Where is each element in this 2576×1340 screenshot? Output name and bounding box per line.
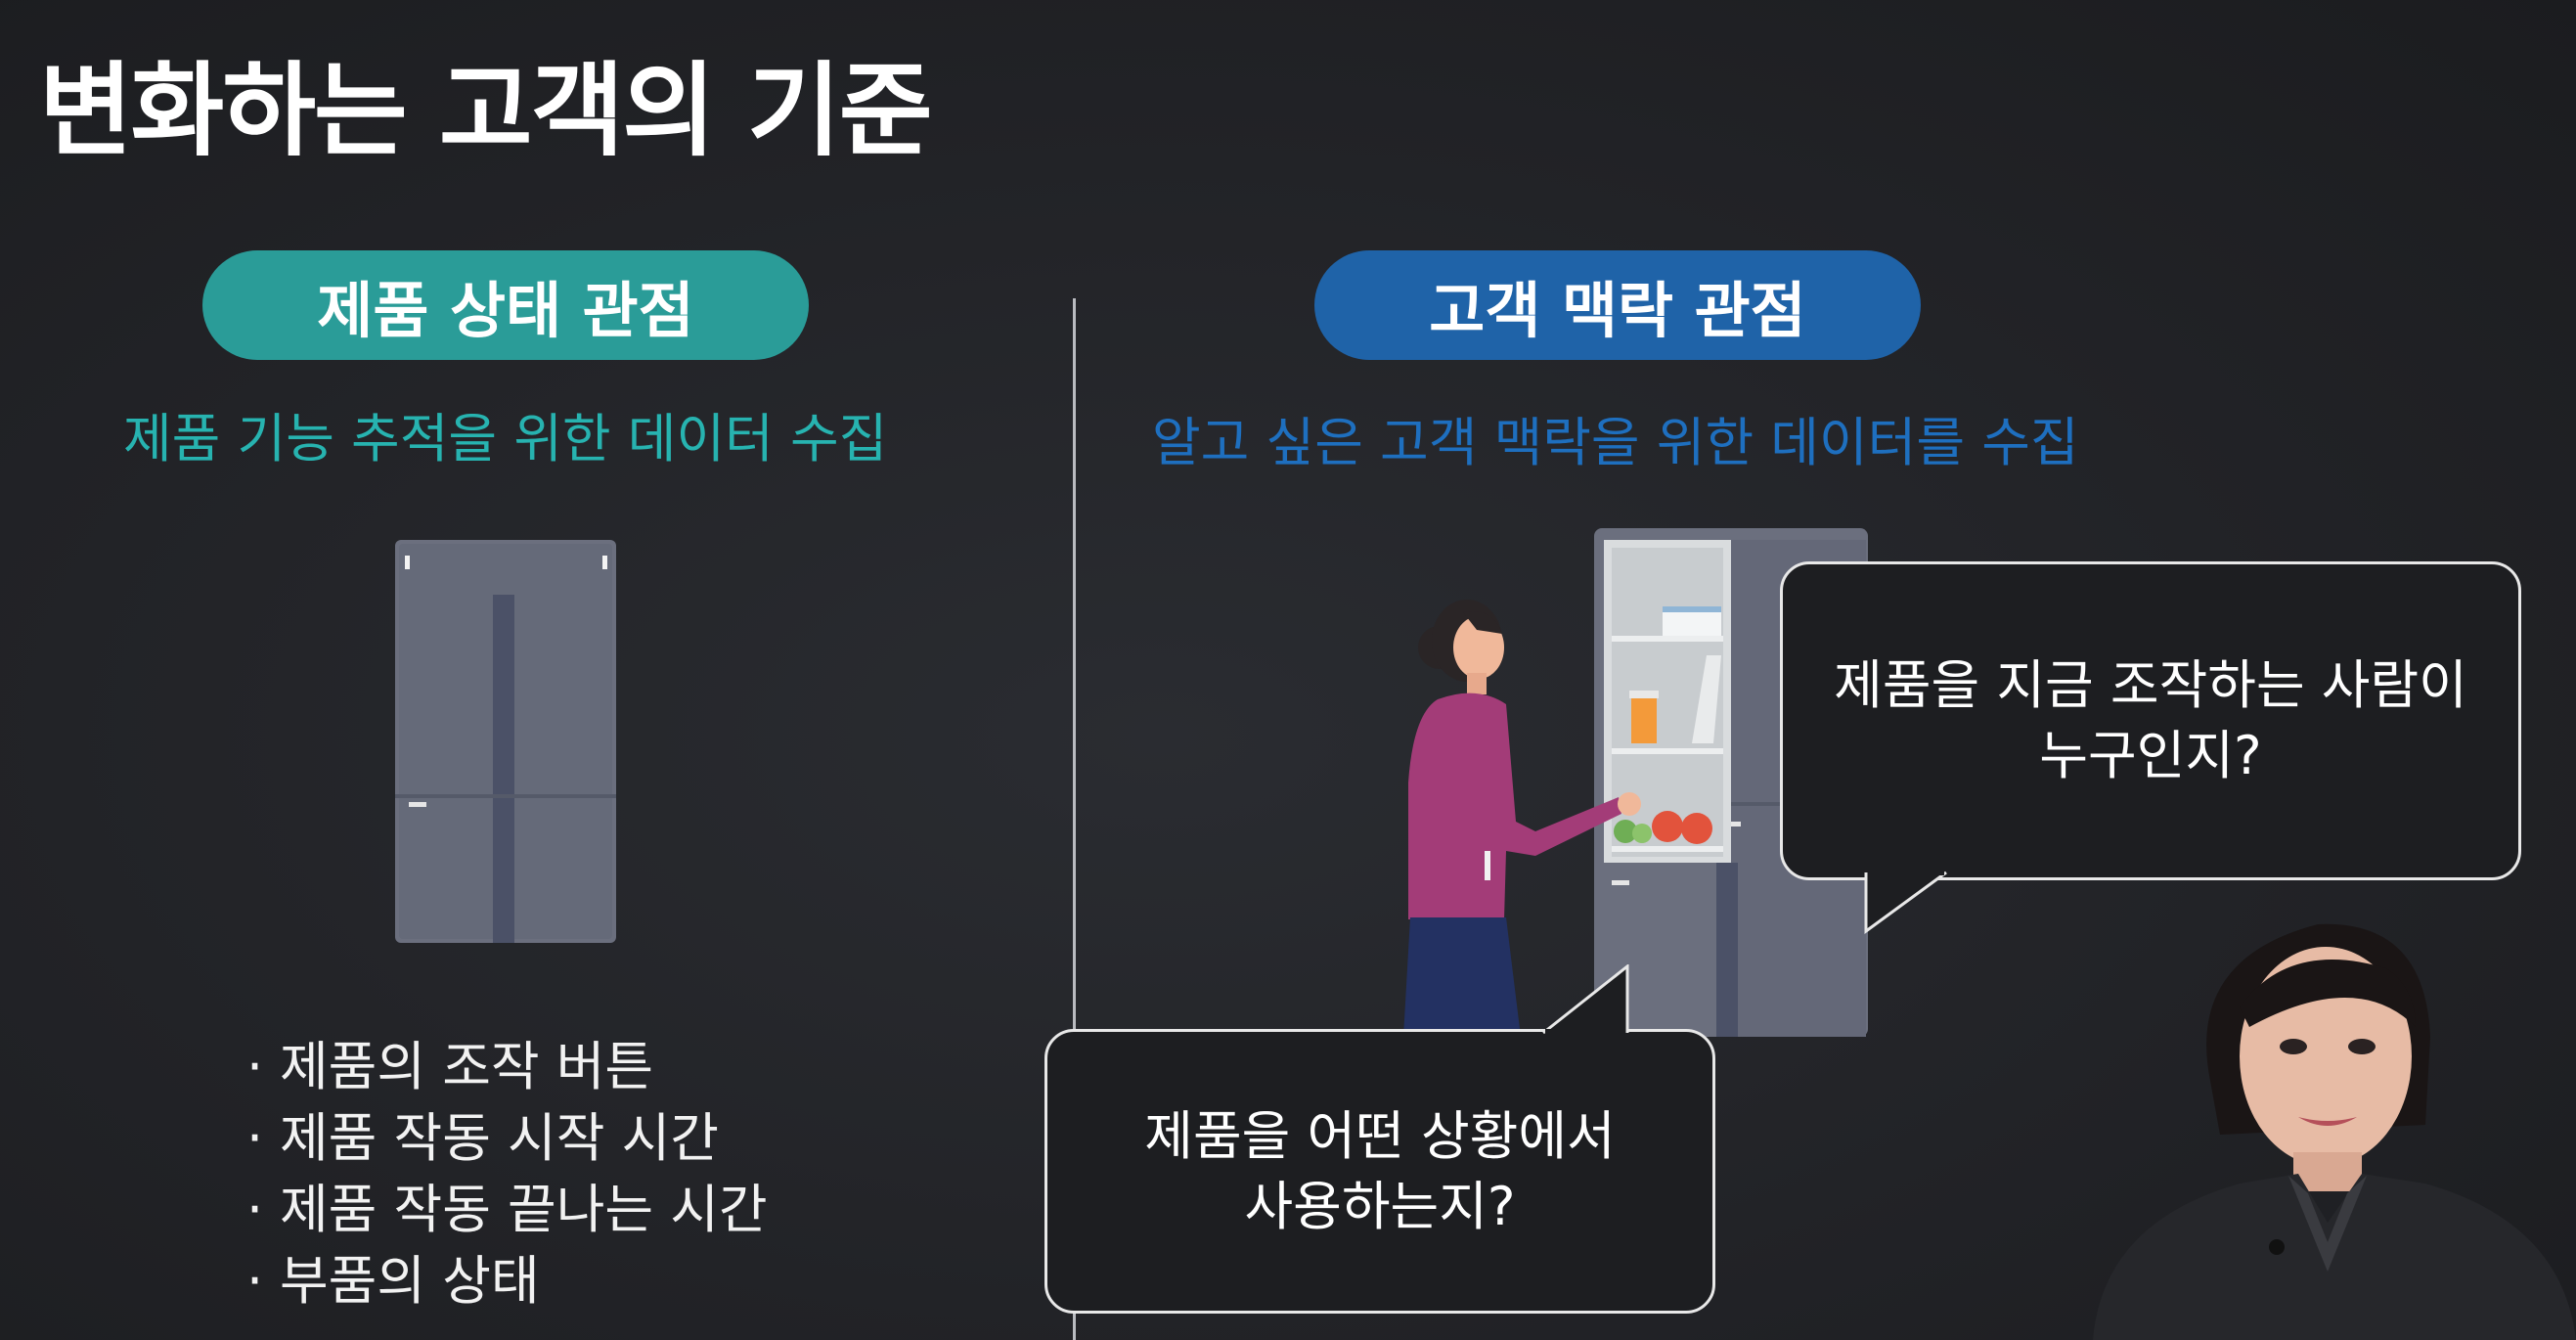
customer-context-pill: 고객 맥락 관점 (1314, 250, 1921, 360)
bullet-item: · 제품 작동 끝나는 시간 (246, 1174, 768, 1245)
bullet-marker: · (246, 1107, 264, 1169)
slide-title: 변화하는 고객의 기준 (39, 51, 933, 170)
refrigerator-icon (395, 540, 616, 943)
customer-context-subtitle: 알고 싶은 고객 맥락을 위한 데이터를 수집 (1152, 412, 2079, 473)
bullet-text: 제품 작동 끝나는 시간 (280, 1179, 768, 1240)
bullet-marker: · (246, 1036, 264, 1097)
speech-bubble-situation-tail (1542, 964, 1629, 1035)
panel-divider (1073, 298, 1076, 1340)
bullet-item: · 제품의 조작 버튼 (246, 1031, 768, 1102)
speech-bubble-situation-line1: 제품을 어떤 상황에서 (1144, 1104, 1616, 1167)
product-state-subtitle: 제품 기능 추적을 위한 데이터 수집 (123, 408, 888, 469)
presenter-video (2093, 923, 2576, 1340)
bullet-text: 제품의 조작 버튼 (280, 1036, 654, 1097)
bullet-marker: · (246, 1250, 264, 1312)
speech-bubble-who-line2: 누구인지? (2039, 725, 2262, 786)
customer-context-pill-label: 고객 맥락 관점 (1429, 275, 1806, 346)
bullet-text: 부품의 상태 (280, 1250, 540, 1312)
speech-bubble-situation: 제품을 어떤 상황에서 사용하는지? (1044, 1029, 1715, 1314)
bullet-item: · 제품 작동 시작 시간 (246, 1102, 768, 1174)
speech-bubble-who-line1: 제품을 지금 조작하는 사람이 (1834, 654, 2467, 716)
bullet-marker: · (246, 1179, 264, 1240)
product-state-pill-label: 제품 상태 관점 (317, 275, 694, 346)
speech-bubble-situation-line2: 사용하는지? (1244, 1175, 1516, 1237)
woman-illustration (1403, 600, 1641, 1037)
bullet-item: · 부품의 상태 (246, 1245, 768, 1317)
product-state-bullet-list: · 제품의 조작 버튼 · 제품 작동 시작 시간 · 제품 작동 끝나는 시간 · 부… (246, 1031, 768, 1317)
speech-bubble-who-tail (1864, 871, 1947, 934)
product-state-pill: 제품 상태 관점 (202, 250, 809, 360)
bullet-text: 제품 작동 시작 시간 (280, 1107, 719, 1169)
speech-bubble-who: 제품을 지금 조작하는 사람이 누구인지? (1780, 561, 2521, 880)
